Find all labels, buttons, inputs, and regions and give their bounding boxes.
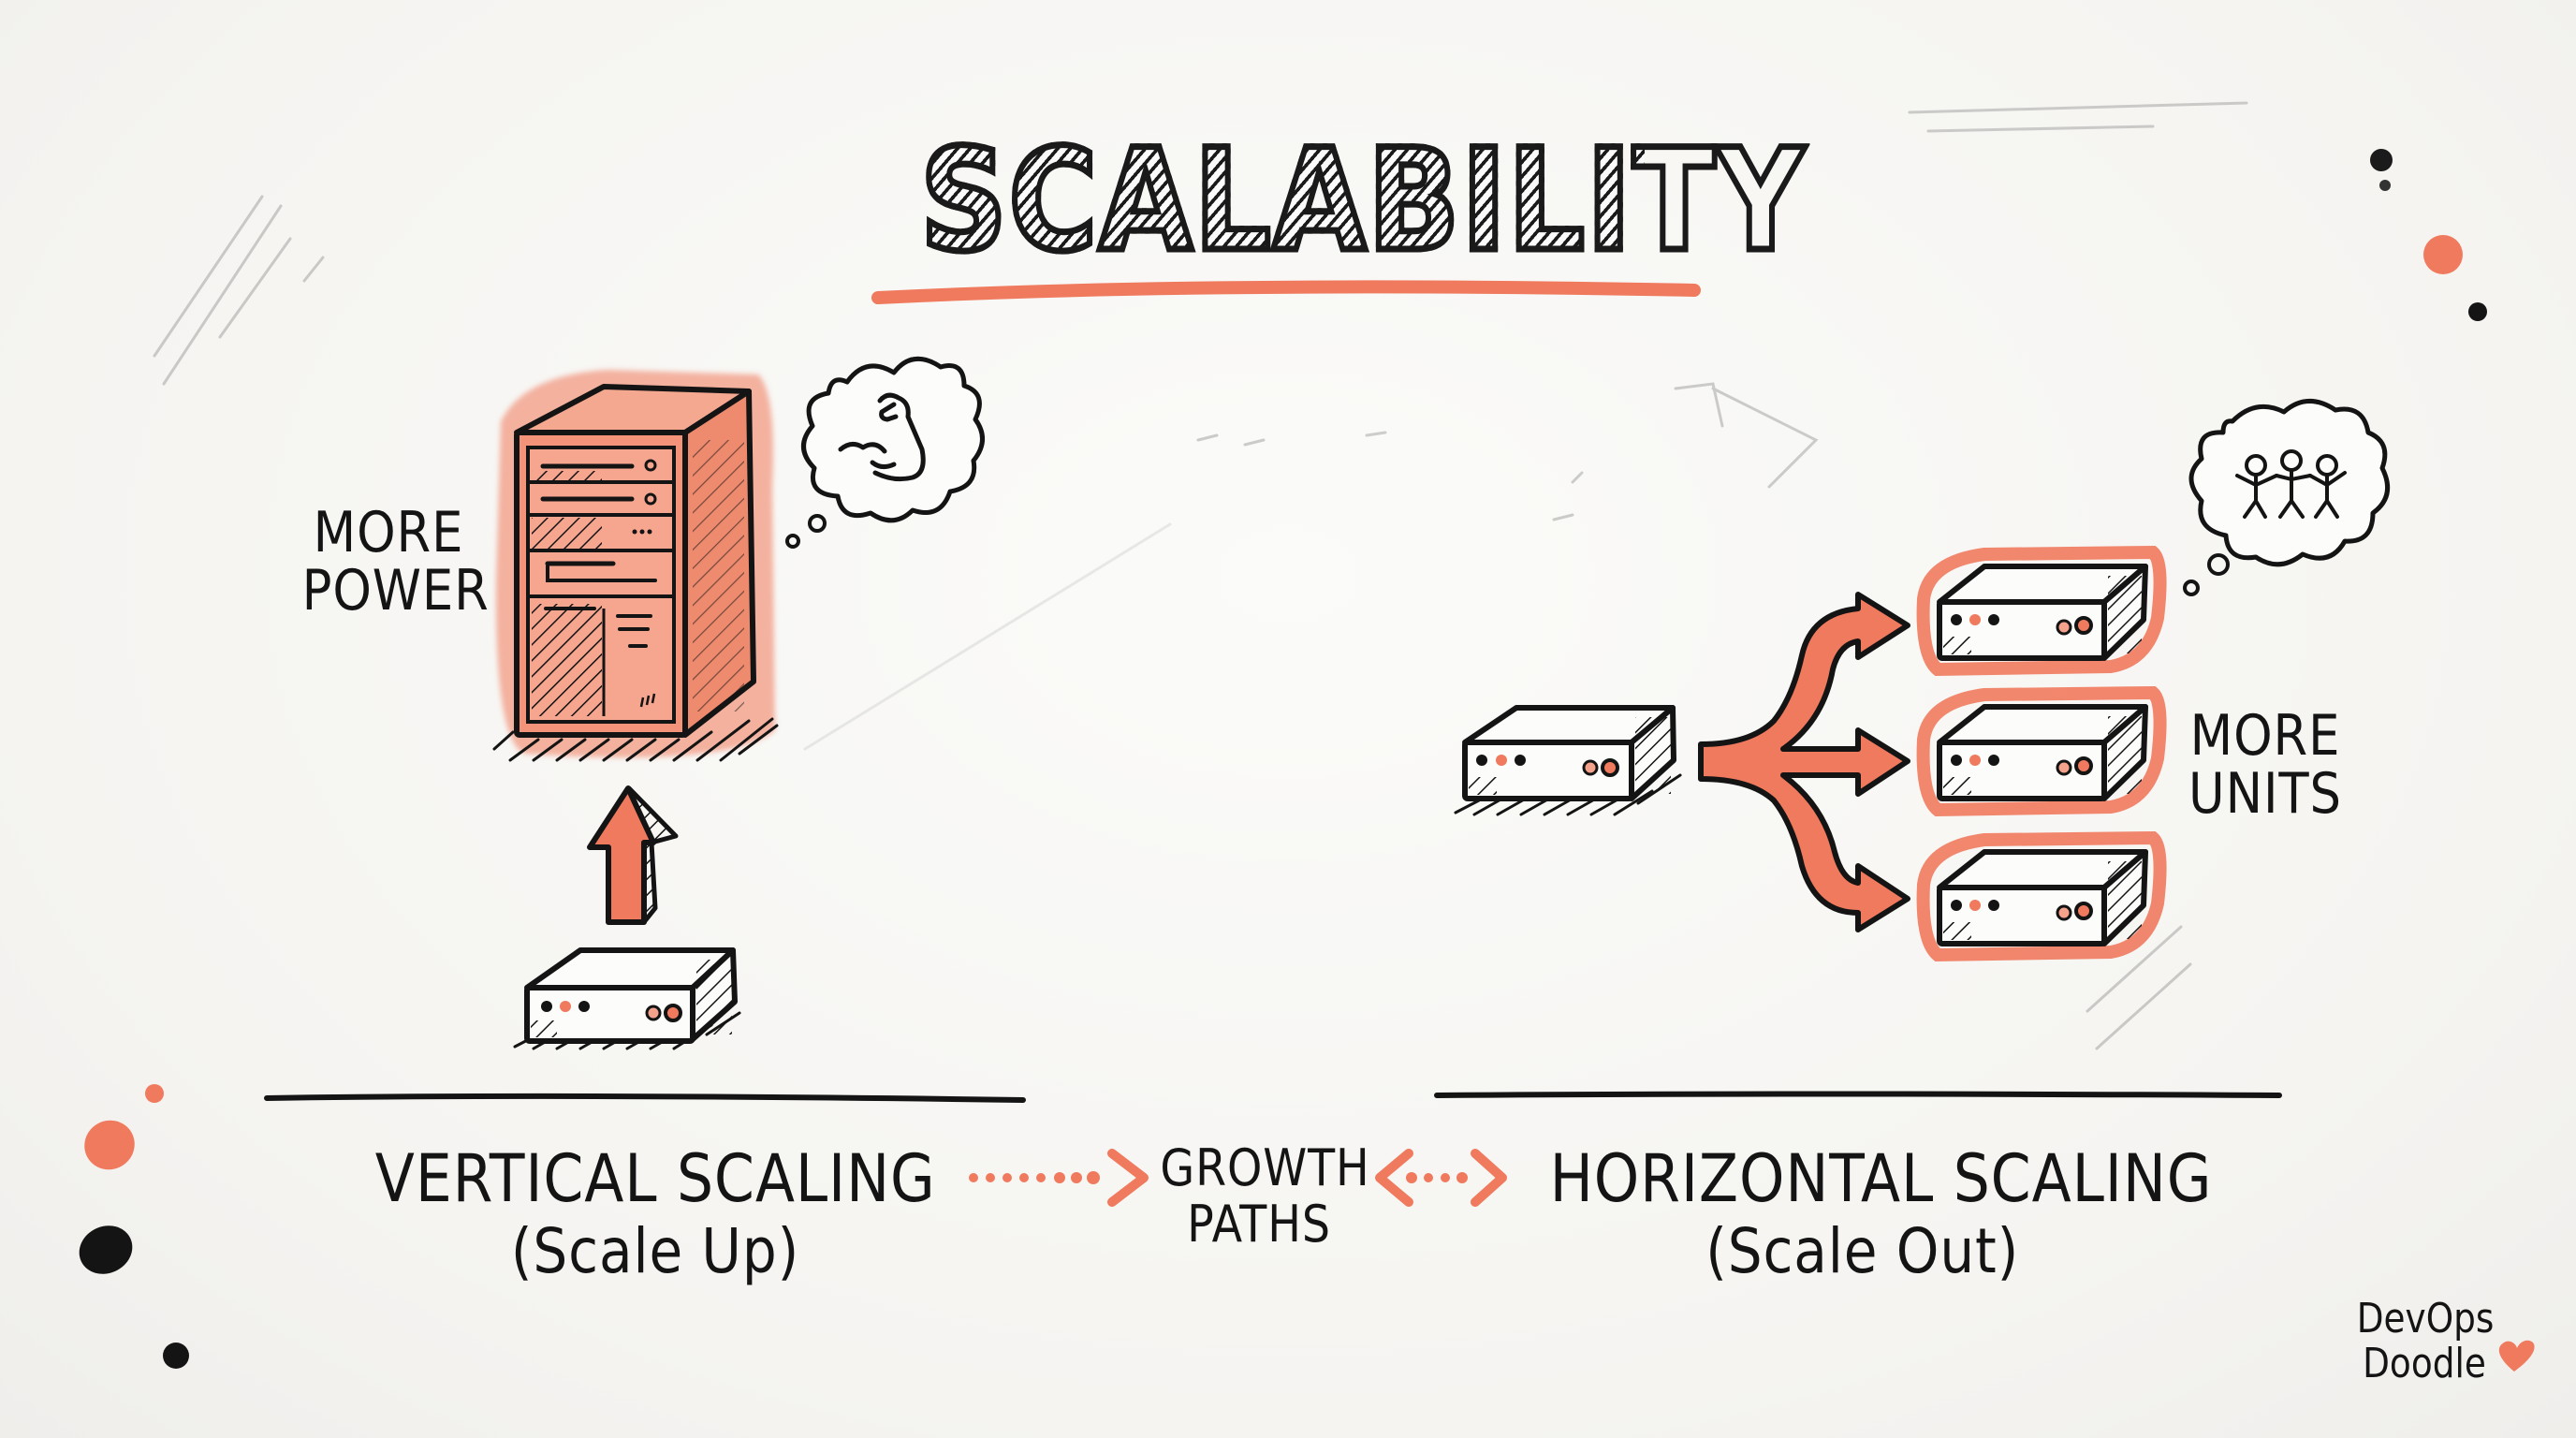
unit-server-3 [1916, 830, 2167, 962]
three-people-icon [2235, 449, 2347, 519]
up-arrow-icon [587, 785, 679, 925]
more-power-line1: MORE [313, 500, 464, 565]
unit-server-2 [1916, 685, 2167, 817]
more-units-line1: MORE [2189, 703, 2341, 769]
more-units-callout: MORE UNITS [2187, 707, 2343, 823]
growth-paths-label: GROWTH PATHS [1160, 1138, 1370, 1254]
horizontal-scaling-subheading: (Scale Out) [1705, 1215, 2020, 1287]
server-icon [1454, 705, 1682, 816]
three-way-split-arrow-icon [1698, 592, 1910, 932]
vertical-scaling-subheading: (Scale Up) [510, 1215, 800, 1287]
brand-logo: DevOps Doodle [2356, 1295, 2495, 1387]
more-units-line2: UNITS [2188, 761, 2342, 827]
page-title: SCALABILITY [917, 120, 1808, 283]
growth-paths-line1: GROWTH [1160, 1138, 1370, 1197]
growth-paths-line2: PATHS [1187, 1195, 1331, 1254]
decorative-dots-right [2370, 149, 2487, 321]
horizontal-scaling-heading: HORIZONTAL SCALING [1549, 1140, 2213, 1217]
title-underline [871, 280, 1701, 304]
dotted-double-arrow-icon [1375, 1149, 1507, 1207]
horizontal-divider-line [1434, 1091, 2282, 1098]
more-power-line2: POWER [301, 558, 490, 624]
vertical-divider-line [264, 1093, 1026, 1103]
background-sketch-marks [153, 101, 2248, 1050]
unit-server-1 [1916, 545, 2167, 677]
tower-server-icon [492, 370, 779, 762]
thought-bubble-units [2183, 399, 2391, 596]
brand-line1: DevOps [2356, 1295, 2495, 1343]
dotted-right-arrow-icon [969, 1149, 1149, 1207]
more-power-callout: MORE POWER [301, 500, 490, 624]
vertical-scaling-heading: VERTICAL SCALING [374, 1140, 936, 1217]
flexed-bicep-icon [838, 392, 926, 482]
decorative-dots-left [79, 1084, 189, 1369]
brand-line2: Doodle [2363, 1340, 2486, 1387]
heart-icon [2498, 1340, 2535, 1372]
thought-bubble-power [785, 356, 985, 549]
small-server-icon [513, 947, 741, 1050]
